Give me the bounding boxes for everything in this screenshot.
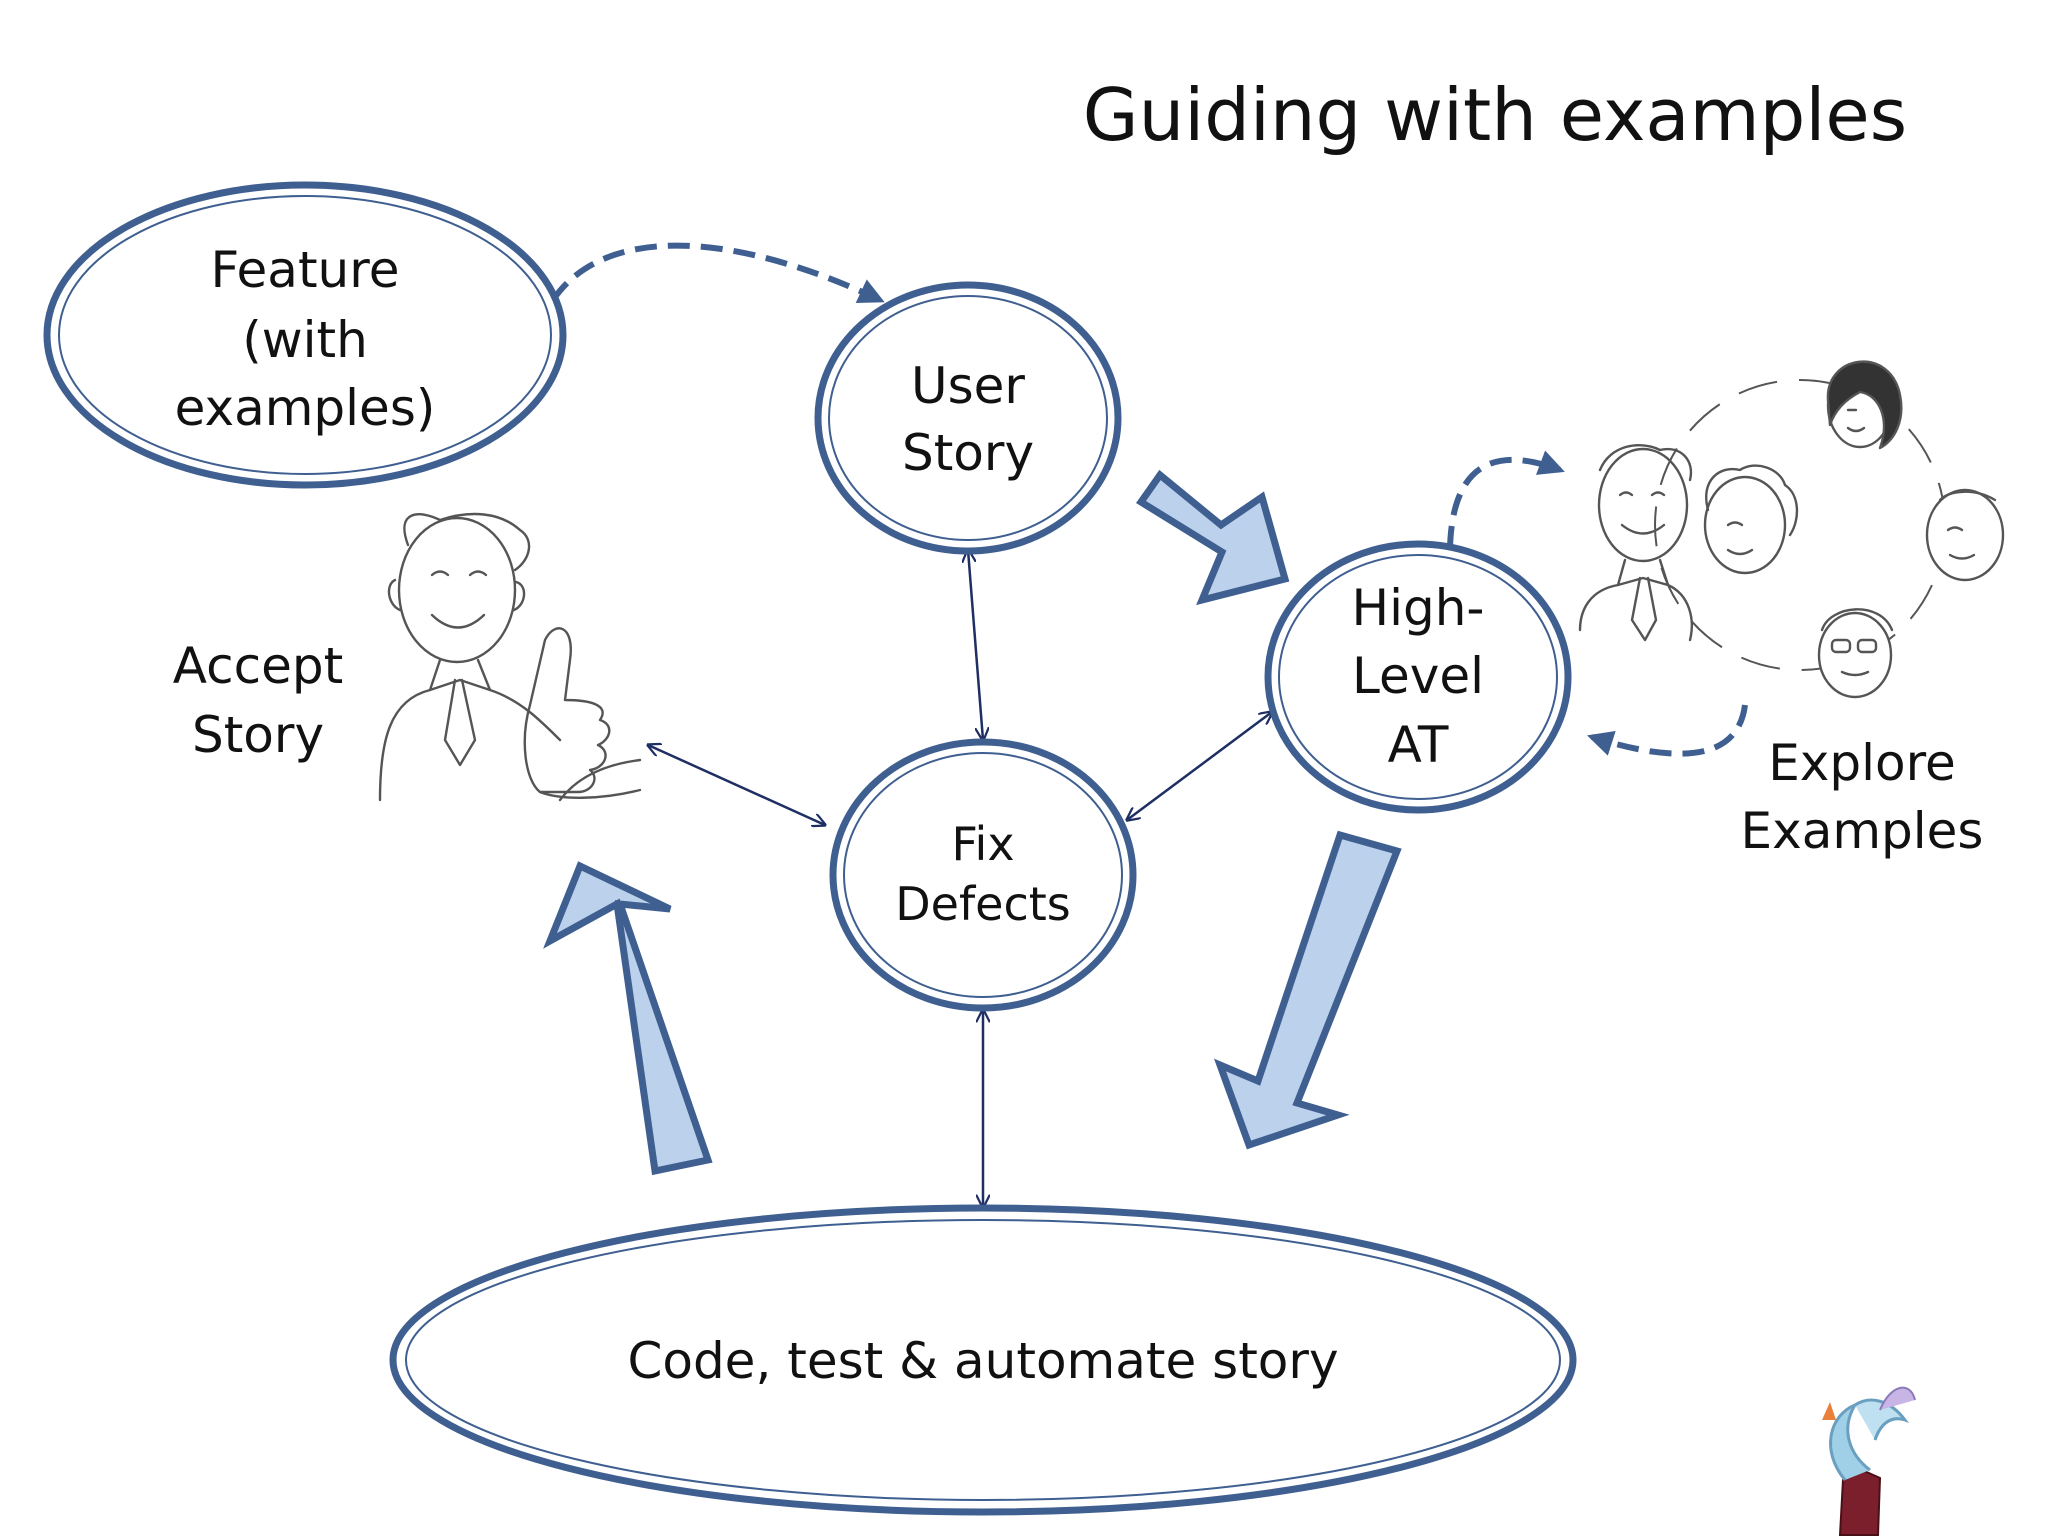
dragon-logo-icon <box>1822 1386 1916 1536</box>
accept-story-label-line-1: Accept <box>173 637 343 695</box>
user-story-label-line-2: Story <box>902 424 1034 482</box>
person-icon <box>1578 443 1693 642</box>
code-test-label: Code, test & automate story <box>627 1332 1338 1390</box>
arrow-user-story-fix-defects <box>968 550 983 740</box>
arrow-accept-story-fix-defects <box>648 745 825 825</box>
team-faces-icon <box>1654 360 2005 699</box>
high-level-at-label-line-1: High- <box>1352 579 1485 637</box>
feature-label-line-3: examples) <box>175 379 436 437</box>
high-level-at-label-line-3: AT <box>1388 716 1449 774</box>
page-title: Guiding with examples <box>1083 73 1907 157</box>
node-high-level-at: High- Level AT <box>1264 540 1572 814</box>
feature-label-line-1: Feature <box>211 241 400 299</box>
fix-defects-label-line-2: Defects <box>895 877 1071 931</box>
dashed-arrow-explore-to-high-level-at <box>1587 704 1748 757</box>
node-user-story: User Story <box>814 281 1122 555</box>
dashed-arrow-feature-to-user-story <box>550 242 885 303</box>
feature-label-line-2: (with <box>242 311 368 369</box>
high-level-at-label-line-2: Level <box>1352 647 1484 705</box>
fix-defects-label-line-1: Fix <box>951 817 1014 871</box>
accept-story-label-line-2: Story <box>192 706 324 764</box>
node-code-test-automate: Code, test & automate story <box>389 1204 1577 1516</box>
explore-examples-label-line-2: Examples <box>1741 802 1984 860</box>
big-arrow-to-high-level-at <box>1135 469 1290 606</box>
dashed-arrow-high-level-at-to-explore <box>1447 450 1565 549</box>
big-arrow-to-accept-story <box>543 861 713 1176</box>
thumbs-up-person-icon <box>378 512 642 802</box>
explore-examples-label-line-1: Explore <box>1768 734 1956 792</box>
node-feature: Feature (with examples) <box>43 181 567 489</box>
user-story-label-line-1: User <box>911 357 1025 415</box>
arrow-high-level-at-fix-defects <box>1127 712 1272 820</box>
node-fix-defects: Fix Defects <box>829 738 1137 1012</box>
big-arrow-to-code-test <box>1213 830 1402 1150</box>
